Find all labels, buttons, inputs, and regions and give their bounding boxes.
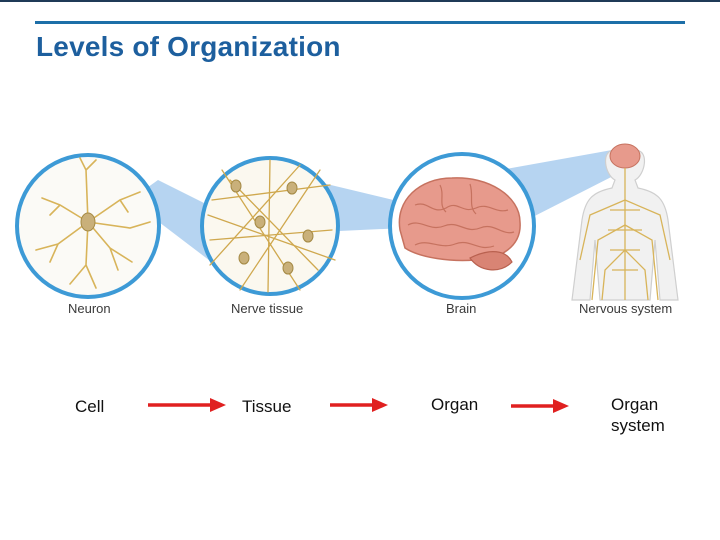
level-tissue: Tissue: [242, 397, 292, 416]
arrow-right-icon: [148, 398, 226, 412]
title-underline: [35, 21, 685, 24]
neuron-label: Neuron: [68, 301, 111, 316]
neuron-illustration: [15, 153, 161, 299]
nervous-system-label: Nervous system: [579, 301, 673, 316]
arrow-right-icon: [330, 398, 388, 412]
nerve-tissue-label: Nerve tissue: [231, 301, 304, 316]
top-border: [0, 0, 720, 2]
brain-illustration: [388, 152, 536, 300]
brain-label: Brain: [446, 301, 477, 316]
nervous-system-illustration: [571, 143, 679, 301]
level-organ: Organ: [431, 395, 479, 414]
arrow-right-icon: [511, 399, 569, 413]
level-organ-system: Organ system: [611, 395, 665, 435]
slide-title: Levels of Organization: [36, 31, 341, 62]
nerve-tissue-illustration: [200, 156, 340, 296]
level-cell: Cell: [75, 397, 105, 416]
